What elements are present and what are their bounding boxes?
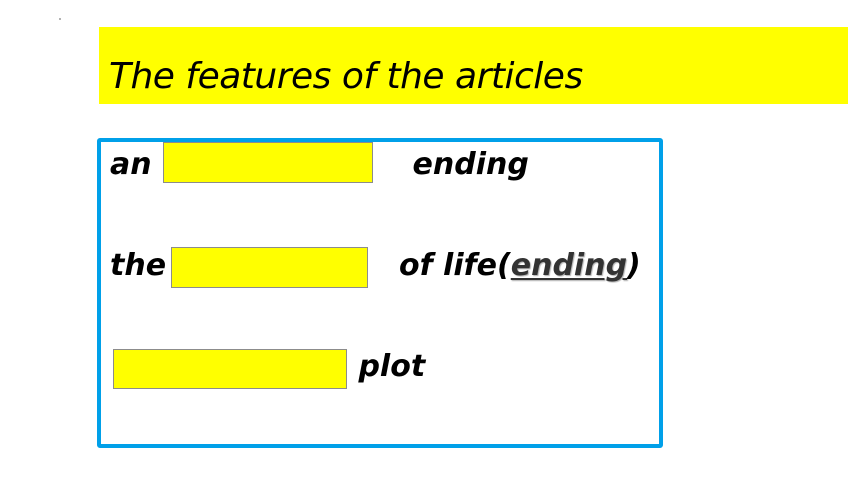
line-2-after: of life(	[398, 248, 511, 283]
features-box: an ending the of life(ending) plot	[97, 138, 663, 448]
line-3-after: plot	[358, 349, 426, 384]
feature-line-plot: plot	[110, 352, 425, 382]
feature-line-life: the of life(ending)	[110, 251, 641, 281]
line-1-before: an	[110, 147, 152, 182]
line-2-before: the	[110, 248, 167, 283]
title-band: The features of the articles	[99, 27, 848, 104]
line-1-after: ending	[412, 147, 529, 182]
tiny-dot	[59, 18, 61, 20]
slide-title: The features of the articles	[109, 56, 583, 97]
answer-cover-1[interactable]	[163, 142, 373, 183]
line-2-underlined-word: ending	[510, 248, 628, 283]
line-2-closing: )	[627, 248, 641, 283]
answer-cover-2[interactable]	[171, 247, 368, 288]
feature-line-ending: an ending	[110, 150, 529, 180]
answer-cover-3[interactable]	[113, 349, 347, 389]
